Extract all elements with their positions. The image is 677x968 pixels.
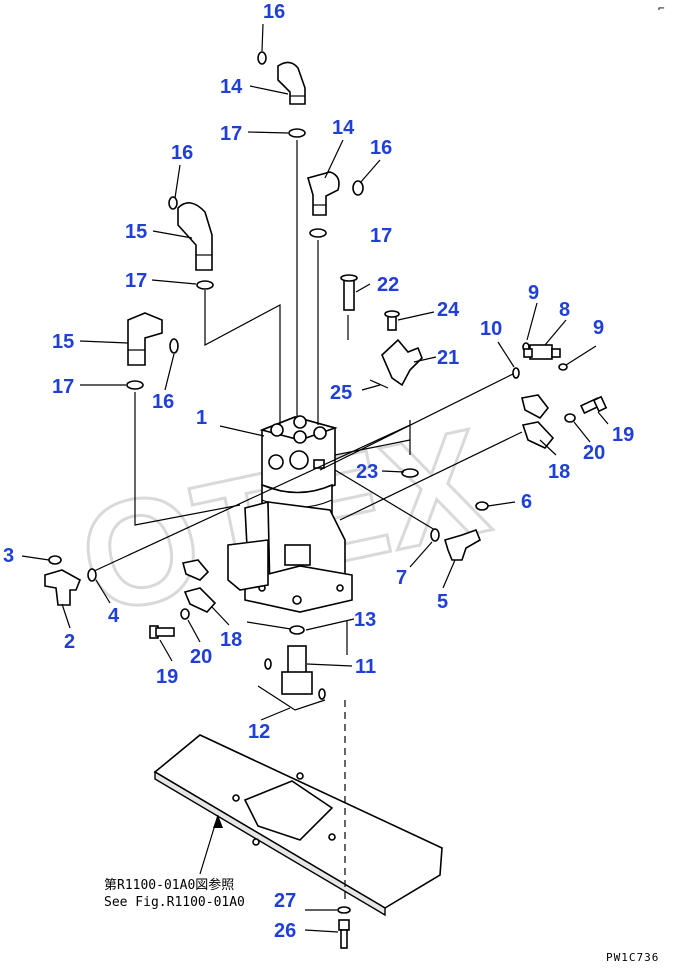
part-27-washer xyxy=(337,906,351,914)
callout-16-top: 16 xyxy=(263,1,285,23)
callout-16-lower: 16 xyxy=(152,391,174,413)
callout-22: 22 xyxy=(377,274,399,296)
reference-note-jp: 第R1100-01A0図参照 xyxy=(104,877,234,893)
callout-12: 12 xyxy=(248,721,270,743)
part-19-bolt-right xyxy=(579,395,608,415)
callout-24: 24 xyxy=(437,299,460,321)
callout-13: 13 xyxy=(354,609,376,631)
callout-19-right: 19 xyxy=(612,424,634,446)
callout-26: 26 xyxy=(274,920,296,942)
part-18-flange-left xyxy=(182,559,217,613)
callout-14-top: 14 xyxy=(220,76,243,98)
callout-5: 5 xyxy=(437,591,448,613)
part-20-washer-right xyxy=(564,413,576,423)
callout-1: 1 xyxy=(196,407,207,429)
callout-6: 6 xyxy=(521,491,532,513)
callout-14-right: 14 xyxy=(332,117,355,139)
base-plate xyxy=(153,734,443,917)
part-8-fitting xyxy=(523,344,561,360)
part-20-washer-left xyxy=(180,608,190,620)
part-5-elbow xyxy=(444,528,482,561)
callout-17-left: 17 xyxy=(52,376,74,398)
callout-15-lower: 15 xyxy=(52,331,74,353)
reference-note-en: See Fig.R1100-01A0 xyxy=(104,895,245,910)
leader-lines xyxy=(91,140,523,900)
swivel-joint-assembly xyxy=(227,415,353,613)
callout-3: 3 xyxy=(3,545,14,567)
callout-15-upper: 15 xyxy=(125,221,147,243)
callout-8: 8 xyxy=(559,299,570,321)
part-15-elbow-upper xyxy=(177,202,213,271)
callout-10: 10 xyxy=(480,318,502,340)
part-2-elbow xyxy=(44,569,82,606)
part-14-elbow-right xyxy=(307,171,340,216)
part-11-valve xyxy=(257,645,326,711)
callout-20-left: 20 xyxy=(190,646,212,668)
callout-23: 23 xyxy=(356,461,378,483)
o-rings xyxy=(48,51,568,635)
callout-labels: 16 14 17 14 16 16 17 15 17 22 24 9 8 9 1… xyxy=(3,1,634,942)
callout-11: 11 xyxy=(355,656,376,678)
callout-17-right: 17 xyxy=(370,225,392,247)
part-14-elbow-top xyxy=(277,61,306,105)
corner-mark: ⌐ xyxy=(658,2,666,15)
part-26-bolt xyxy=(338,919,350,949)
part-19-bolt-left xyxy=(149,625,175,639)
part-22-pin xyxy=(340,274,358,311)
part-24-bolt xyxy=(384,310,400,331)
callout-4: 4 xyxy=(108,605,120,627)
callout-7: 7 xyxy=(396,567,407,589)
drawing-code: PW1C736 xyxy=(606,951,659,964)
callout-leaders xyxy=(21,23,609,933)
part-15-elbow-lower xyxy=(127,312,163,366)
callout-16-left: 16 xyxy=(171,142,193,164)
part-21-clamp xyxy=(369,338,423,389)
callout-9-upper: 9 xyxy=(528,282,539,304)
part-18-flange-right xyxy=(521,394,555,449)
callout-27: 27 xyxy=(274,890,296,912)
callout-18-left: 18 xyxy=(220,629,242,651)
callout-17-top: 17 xyxy=(220,123,242,145)
callout-16-right: 16 xyxy=(370,137,392,159)
callout-18-right: 18 xyxy=(548,461,570,483)
callout-21: 21 xyxy=(437,347,459,369)
callout-25: 25 xyxy=(330,382,352,404)
callout-19-left: 19 xyxy=(156,666,178,688)
callout-17-mid: 17 xyxy=(125,270,147,292)
callout-20-right: 20 xyxy=(583,442,605,464)
callout-2: 2 xyxy=(64,631,75,653)
callout-9-right: 9 xyxy=(593,317,604,339)
